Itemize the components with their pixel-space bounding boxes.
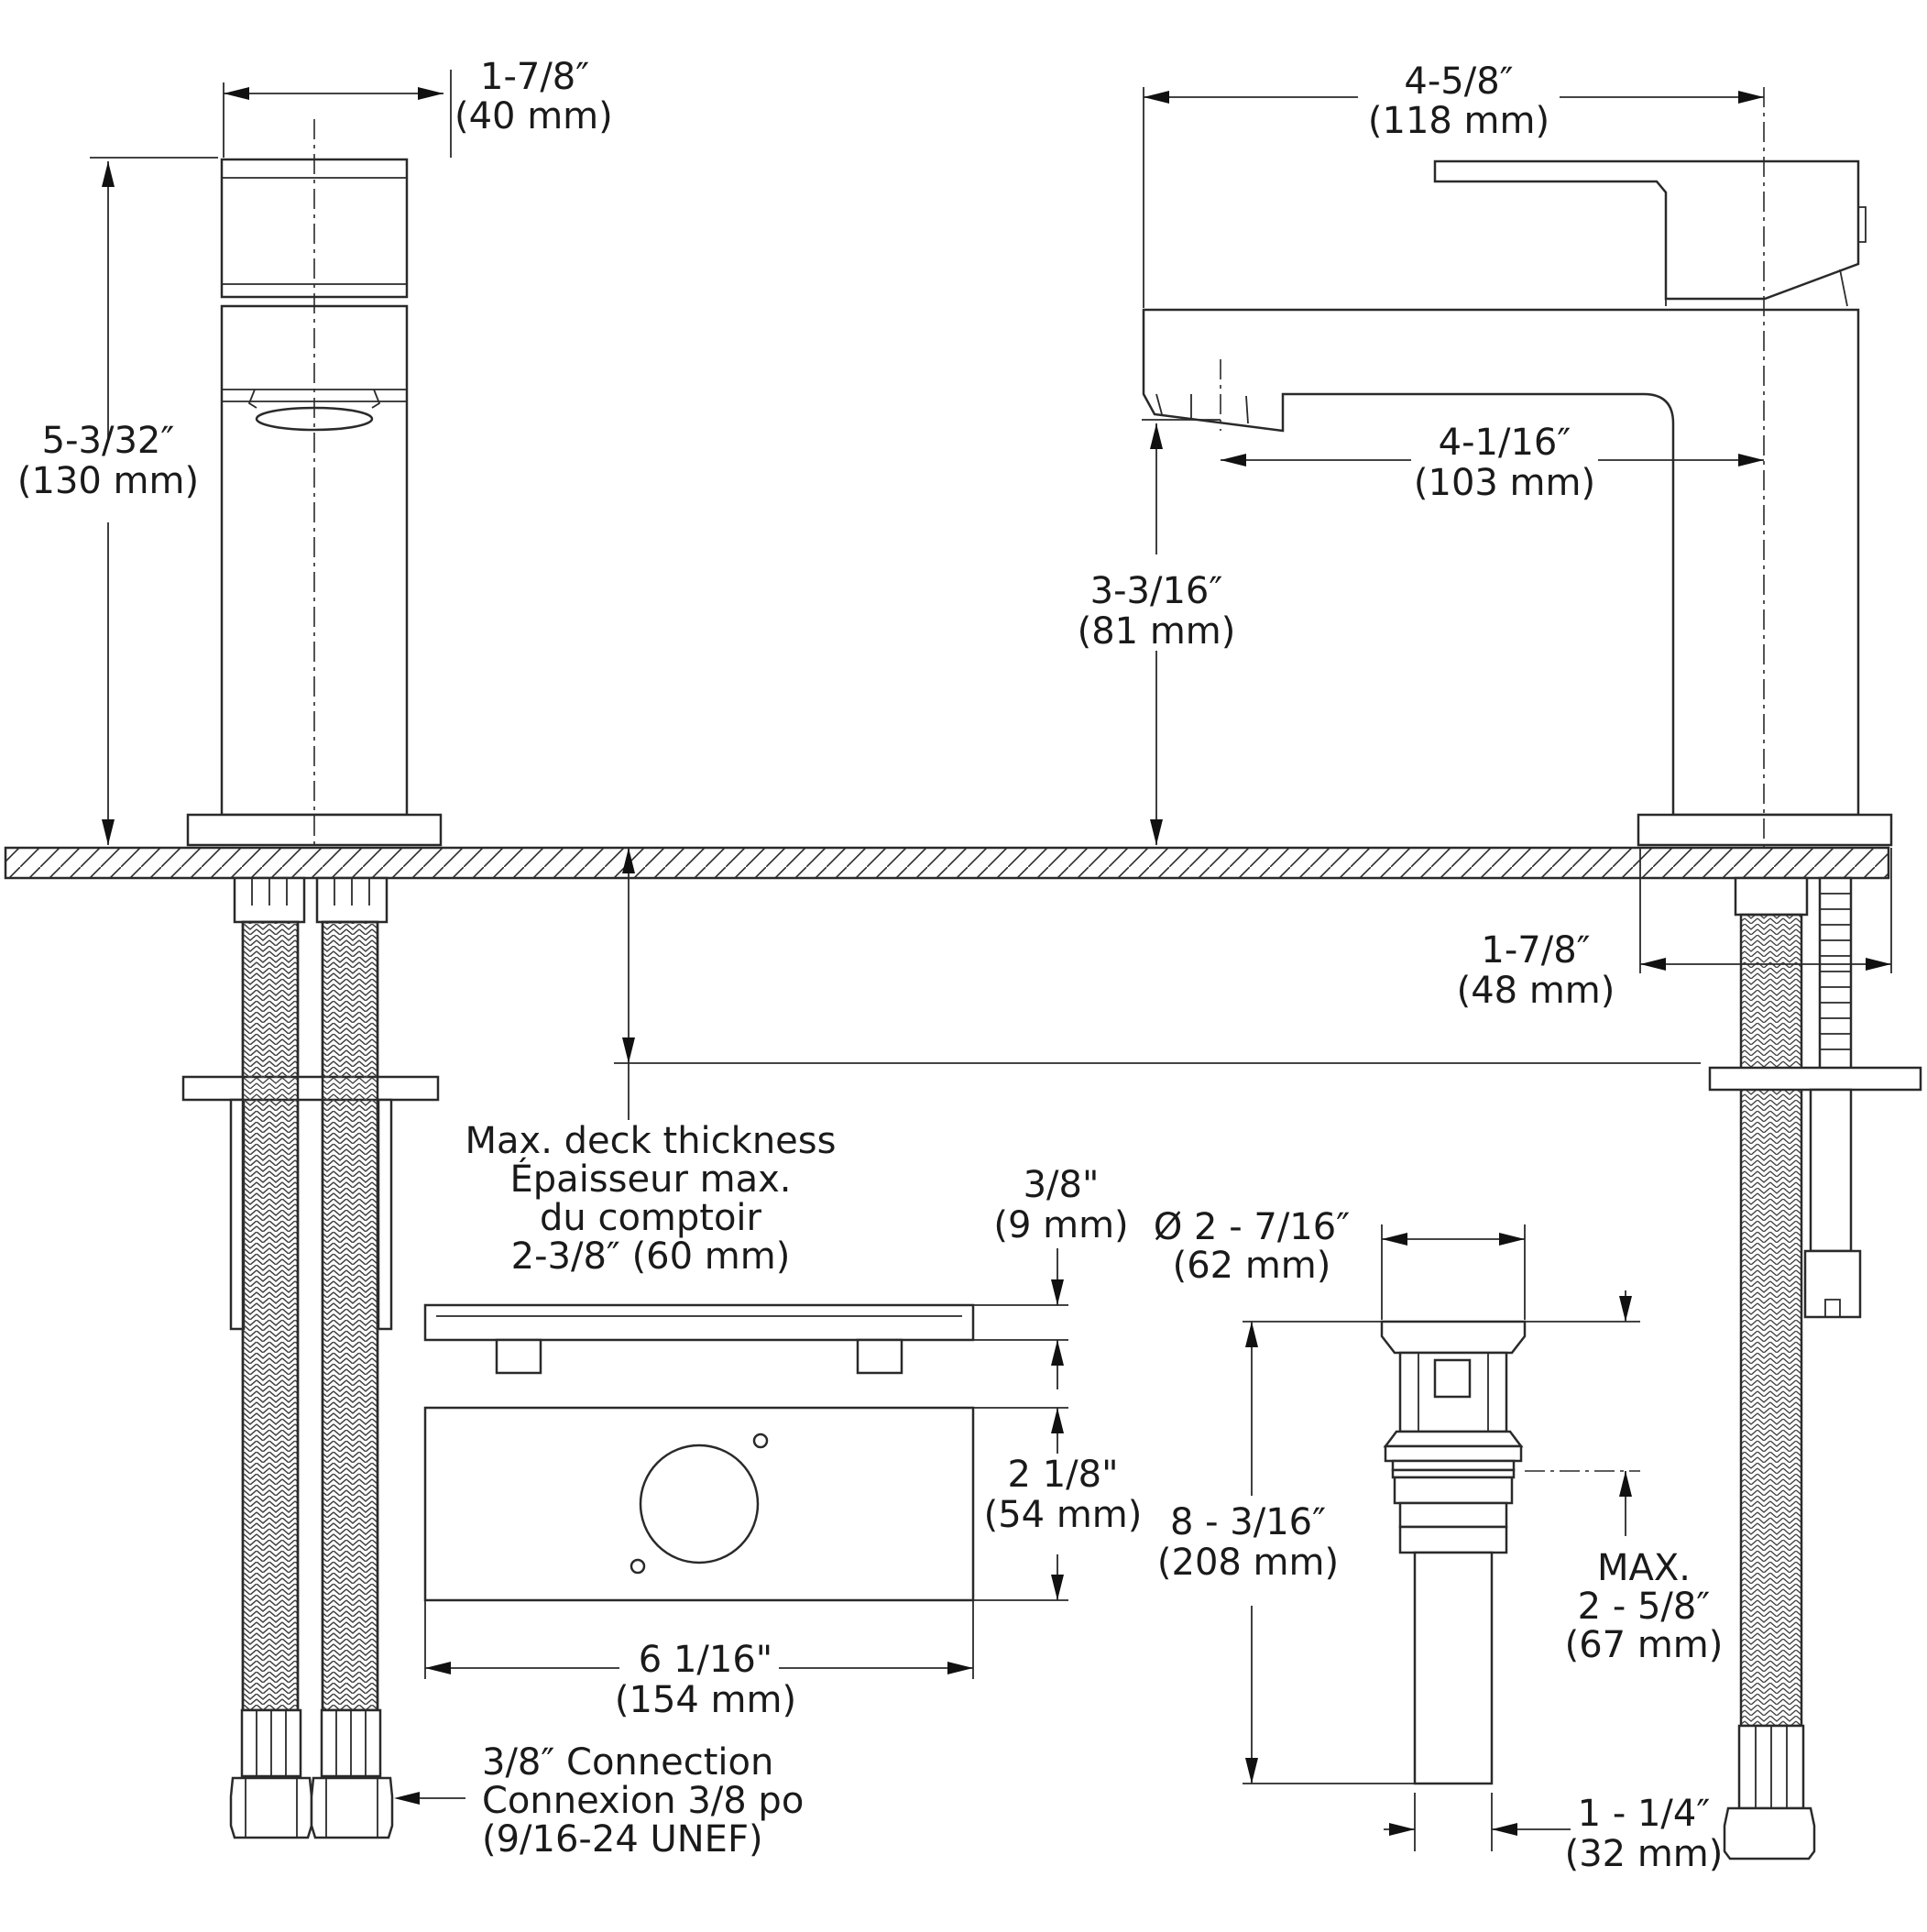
drain-tail-metric: (32 mm) — [1565, 1833, 1724, 1875]
overall-height-metric: (130 mm) — [17, 460, 199, 502]
base-width-imperial: 1-7/8″ — [1481, 929, 1590, 971]
side-supply-hose-and-shank — [1708, 876, 1922, 1861]
dimension-labels: 1-7/8″ (40 mm) 4-5/8″ (118 mm) 5-3/32″ (… — [17, 56, 1723, 1875]
drain-diameter-imperial: Ø 2 - 7/16″ — [1154, 1206, 1350, 1248]
plate-thickness-imperial: 3/8" — [1024, 1164, 1100, 1206]
overall-depth-metric: (118 mm) — [1368, 100, 1549, 142]
overall-height-imperial: 5-3/32″ — [42, 420, 175, 462]
pop-up-drain — [1380, 1320, 1640, 1785]
front-view-faucet — [186, 119, 443, 848]
side-view-faucet — [1142, 87, 1893, 848]
connection-line2: Connexion 3/8 po — [482, 1780, 804, 1822]
countertop-deck — [4, 846, 1890, 880]
dimension-lines — [90, 70, 1892, 1851]
spout-width-imperial: 1-7/8″ — [480, 56, 589, 98]
spout-reach-metric: (103 mm) — [1414, 462, 1595, 504]
plate-depth-metric: (54 mm) — [984, 1494, 1143, 1536]
drain-max-label: MAX. — [1597, 1547, 1691, 1589]
connection-line3: (9/16-24 UNEF) — [482, 1818, 763, 1861]
front-supply-hoses — [181, 876, 440, 1839]
spout-height-imperial: 3-3/16″ — [1090, 570, 1223, 612]
spout-width-metric: (40 mm) — [454, 95, 613, 137]
drain-diameter-metric: (62 mm) — [1173, 1245, 1331, 1287]
deck-thickness-line1: Max. deck thickness — [465, 1120, 837, 1162]
plate-depth-imperial: 2 1/8" — [1008, 1454, 1119, 1496]
connection-line1: 3/8″ Connection — [482, 1741, 773, 1784]
drain-max-metric: (67 mm) — [1565, 1624, 1724, 1666]
deck-thickness-line4: 2-3/8″ (60 mm) — [511, 1235, 791, 1278]
plate-length-metric: (154 mm) — [615, 1679, 796, 1721]
drain-tail-imperial: 1 - 1/4″ — [1578, 1793, 1711, 1835]
drain-max-imperial: 2 - 5/8″ — [1578, 1586, 1711, 1628]
overall-depth-imperial: 4-5/8″ — [1404, 60, 1513, 103]
plate-length-imperial: 6 1/16" — [639, 1639, 772, 1681]
spout-height-metric: (81 mm) — [1078, 610, 1236, 653]
plate-thickness-metric: (9 mm) — [993, 1204, 1128, 1246]
deck-thickness-line2: Épaisseur max. — [510, 1157, 792, 1201]
deck-thickness-line3: du comptoir — [540, 1197, 762, 1239]
base-width-metric: (48 mm) — [1457, 970, 1615, 1012]
deck-plate — [423, 1303, 975, 1602]
spout-reach-imperial: 4-1/16″ — [1439, 422, 1571, 464]
drain-height-imperial: 8 - 3/16″ — [1170, 1501, 1326, 1543]
drain-height-metric: (208 mm) — [1157, 1542, 1339, 1584]
